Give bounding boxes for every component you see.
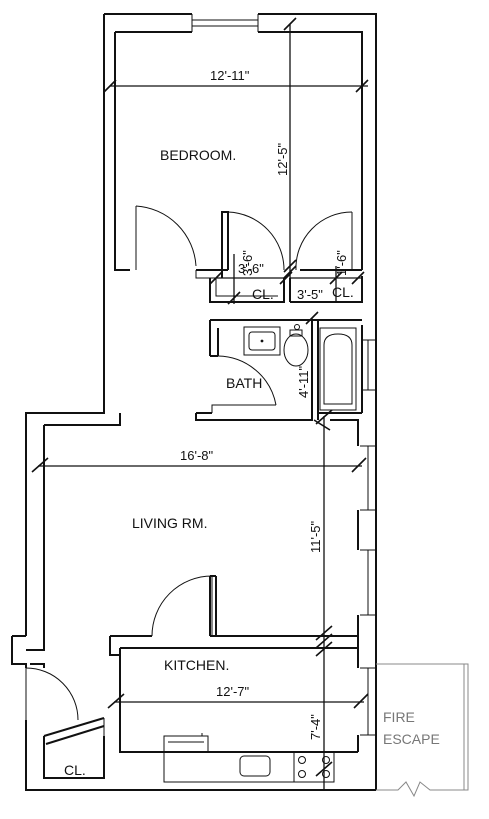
kitchen-sink-icon <box>239 755 271 777</box>
dim-closet-left-depth: 3'-6" <box>240 250 255 276</box>
fixtures <box>163 324 357 783</box>
interior-walls <box>43 211 363 753</box>
dim-closet-right-depth: 1'-6" <box>334 250 349 276</box>
sink-icon <box>243 326 281 356</box>
fire-escape <box>376 663 469 798</box>
room-label-bath: BATH <box>226 375 262 391</box>
dim-living-length: 11'-5" <box>308 520 323 553</box>
room-label-bedroom: BEDROOM. <box>160 147 236 163</box>
toilet-icon <box>283 333 309 367</box>
doors <box>25 205 353 721</box>
room-label-closet-left: CL. <box>252 286 274 302</box>
stove-icon <box>293 751 335 783</box>
room-label-kitchen: KITCHEN. <box>164 657 229 673</box>
dim-bath-length: 4'-11" <box>296 365 311 398</box>
room-labels: BEDROOM. CL. CL. BATH LIVING RM. KITCHEN… <box>64 147 440 778</box>
dim-kitchen-length: 7'-4" <box>308 714 323 740</box>
dim-bedroom-length: 12'-5" <box>275 142 290 176</box>
dim-kitchen-width: 12'-7" <box>216 684 250 699</box>
fire-escape-label-line2: ESCAPE <box>383 731 440 747</box>
fridge-icon <box>163 735 209 753</box>
outer-walls <box>11 13 377 791</box>
bathtub-icon <box>319 327 357 411</box>
dim-bedroom-width: 12'-11" <box>210 68 250 83</box>
dim-closet-right-width: 3'-5" <box>297 287 323 302</box>
dim-living-width: 16'-8" <box>180 448 214 463</box>
dim-closet-left-width: 3'-6" <box>238 261 264 276</box>
dimension-lines <box>31 17 369 790</box>
room-label-closet-entry: CL. <box>64 762 86 778</box>
room-label-closet-right: CL. <box>332 284 354 300</box>
fire-escape-label-line1: FIRE <box>383 709 415 725</box>
dimension-labels: 12'-11" 12'-5" 3'-6" 3'-6" 3'-5" 1'-6" 4… <box>180 68 349 740</box>
bedroom-door-swing <box>135 205 197 267</box>
room-label-living: LIVING RM. <box>132 515 207 531</box>
